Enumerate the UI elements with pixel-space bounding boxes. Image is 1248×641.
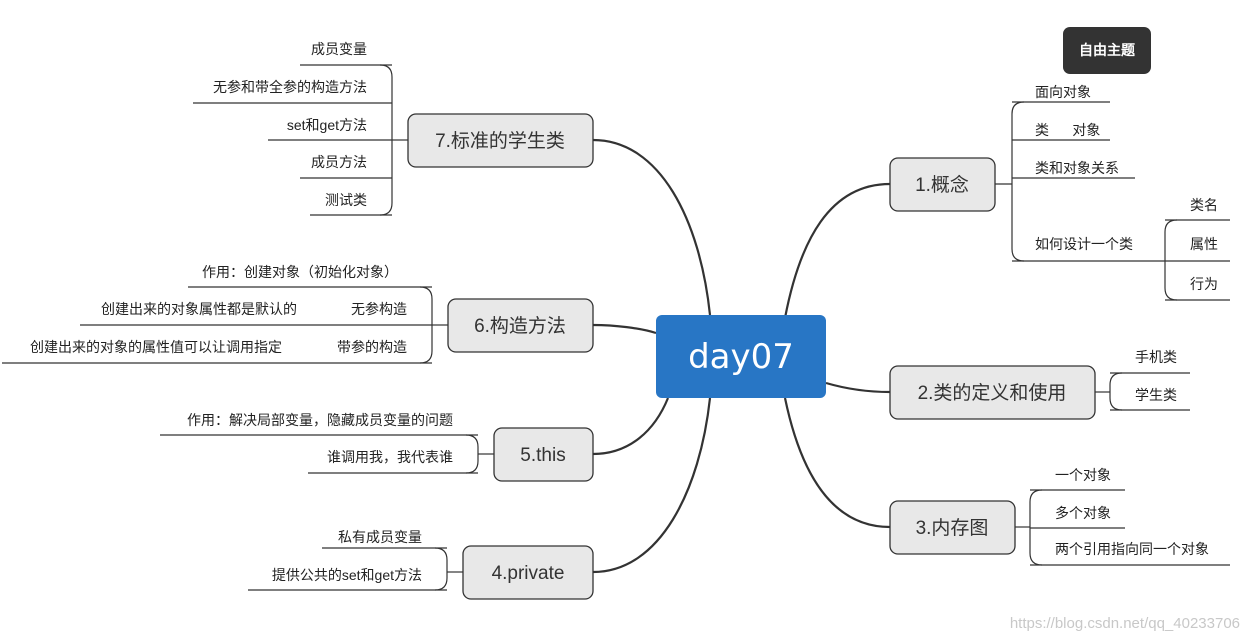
- leaf-param-constructor[interactable]: 带参的构造: [337, 339, 407, 355]
- connector-memory: [783, 397, 891, 529]
- note-caller-specified[interactable]: 创建出来的对象的属性值可以让调用指定: [30, 339, 282, 355]
- leaf-behavior[interactable]: 行为: [1190, 276, 1218, 292]
- leaf-constructor-purpose[interactable]: 作用：创建对象（初始化对象）: [202, 264, 398, 280]
- leaf-set-get[interactable]: set和get方法: [287, 117, 367, 133]
- leaf-class-object-relation[interactable]: 类和对象关系: [1035, 160, 1119, 176]
- connector-constructor: [592, 323, 657, 335]
- this-label: 5.this: [520, 445, 565, 466]
- leaf-private-vars[interactable]: 私有成员变量: [338, 529, 422, 545]
- class-def-node[interactable]: [889, 365, 1096, 420]
- root-connectors: [592, 138, 891, 574]
- leaf-class-object[interactable]: 类 对象: [1035, 122, 1100, 138]
- concept-label: 1.概念: [915, 173, 969, 196]
- connector-student: [592, 138, 712, 316]
- root-label: day07: [688, 337, 794, 377]
- constructor-label: 6.构造方法: [474, 315, 566, 337]
- leaf-no-arg-constructor[interactable]: 无参构造: [351, 301, 407, 317]
- leaf-member-vars[interactable]: 成员变量: [311, 41, 367, 57]
- leaf-constructors[interactable]: 无参和带全参的构造方法: [213, 79, 367, 95]
- leaf-public-set-get[interactable]: 提供公共的set和get方法: [272, 567, 422, 583]
- connector-this: [592, 397, 670, 456]
- memory-label: 3.内存图: [916, 517, 989, 539]
- leaf-this-caller[interactable]: 谁调用我，我代表谁: [327, 449, 453, 465]
- private-label: 4.private: [492, 563, 565, 584]
- leaf-phone-class[interactable]: 手机类: [1135, 349, 1177, 365]
- leaf-multi-objects[interactable]: 多个对象: [1055, 505, 1111, 521]
- concept-node[interactable]: [889, 157, 996, 212]
- leaf-oop[interactable]: 面向对象: [1035, 84, 1091, 100]
- leaf-this-purpose[interactable]: 作用：解决局部变量，隐藏成员变量的问题: [187, 412, 453, 428]
- leaf-test-class[interactable]: 测试类: [325, 192, 367, 208]
- connector-private: [592, 397, 712, 574]
- leaf-two-refs[interactable]: 两个引用指向同一个对象: [1055, 541, 1209, 557]
- root-node[interactable]: day07: [656, 315, 826, 398]
- leaf-member-methods[interactable]: 成员方法: [311, 154, 367, 170]
- free-topic-label: 自由主题: [1079, 42, 1136, 58]
- class-def-label: 2.类的定义和使用: [918, 382, 1067, 404]
- watermark: https://blog.csdn.net/qq_40233706: [1010, 615, 1240, 632]
- leaf-student-class[interactable]: 学生类: [1135, 387, 1177, 403]
- constructor-node[interactable]: [447, 298, 594, 353]
- note-default-attrs[interactable]: 创建出来的对象属性都是默认的: [101, 301, 297, 317]
- free-topic-node[interactable]: 自由主题: [1063, 27, 1151, 74]
- leaf-lines: [2, 64, 1230, 591]
- leaf-class-name[interactable]: 类名: [1190, 197, 1218, 213]
- leaf-one-object[interactable]: 一个对象: [1055, 467, 1111, 483]
- private-node[interactable]: [462, 545, 594, 600]
- leaf-design-class[interactable]: 如何设计一个类: [1035, 236, 1133, 252]
- student-label: 7.标准的学生类: [435, 130, 565, 152]
- memory-node[interactable]: [889, 500, 1016, 555]
- this-node[interactable]: [493, 427, 594, 482]
- connector-class-def: [825, 381, 891, 394]
- student-node[interactable]: [407, 113, 594, 168]
- connector-concept: [783, 182, 891, 319]
- leaf-attribute[interactable]: 属性: [1190, 236, 1218, 252]
